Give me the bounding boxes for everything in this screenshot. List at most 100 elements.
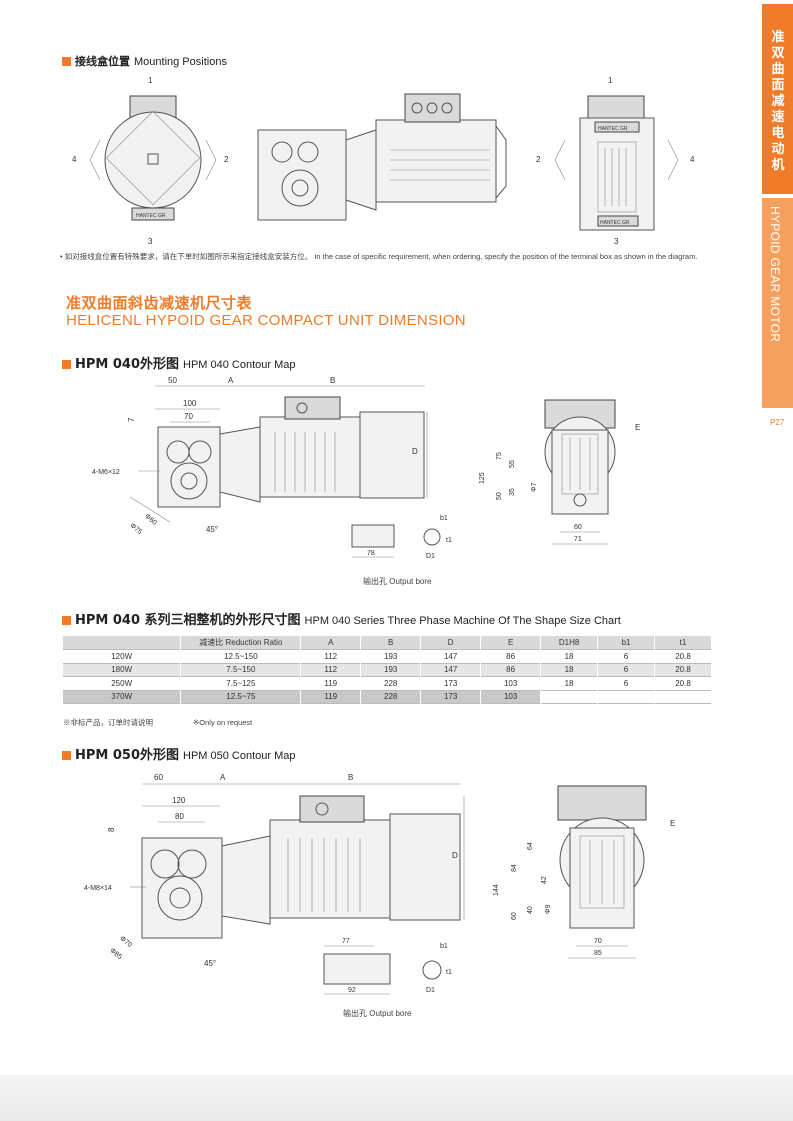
dim-050-120: 120 [172, 796, 186, 805]
dim-050-8: 8 [107, 827, 116, 832]
pos-label-right-left: 2 [224, 155, 229, 164]
dim-050-84: 84 [511, 864, 518, 872]
bullet-square-icon [62, 57, 71, 66]
dim-050-40: 40 [527, 906, 534, 914]
hpm040-title-en: HPM 040 Contour Map [183, 359, 296, 371]
hpm040-title-cn: HPM 040外形图 [75, 357, 180, 372]
hpm040-bore-label: 输出孔 Output bore [363, 577, 432, 586]
motor-body-middle [375, 119, 497, 203]
table-cell: 6 [597, 649, 655, 663]
hpm050-side-terminal [557, 785, 647, 821]
dim-050-92: 92 [348, 987, 356, 994]
dim-050-144: 144 [493, 884, 500, 896]
hpm050-terminal-box [299, 795, 365, 823]
table-cell: 250W [63, 676, 182, 690]
dim-040-angle: 45° [206, 525, 218, 534]
hpm040-contour-drawing: 50 A B 100 70 7 4-M6×12 Φ60 Φ75 45° D 78… [92, 376, 640, 560]
bullet-square-icon [62, 751, 71, 760]
table-header: D [420, 636, 482, 650]
dim-040-phi60: Φ60 [143, 513, 158, 527]
mounting-section-title: 接线盒位置 Mounting Positions [62, 53, 227, 69]
nameplate-text-left: HANTEC GR [136, 213, 166, 219]
table-cell: 147 [420, 649, 482, 663]
motor-rear-right [579, 117, 655, 231]
pos-label-right-right: 4 [690, 155, 695, 164]
table-header: 减速比 Reduction Ratio [180, 636, 302, 650]
hpm050-bore-label: 输出孔 Output bore [343, 1009, 412, 1018]
terminal-box-middle [404, 93, 461, 123]
table-header [63, 636, 182, 650]
table-cell: 193 [360, 649, 422, 663]
dim-040-b1: b1 [440, 515, 448, 522]
table-cell: 86 [480, 663, 542, 677]
table-cell: 20.8 [654, 663, 713, 677]
table-cell: 6 [597, 676, 655, 690]
mounting-note: • 如对接线盒位置有特殊要求，请在下单时如图所示来指定接线盒安装方位。 In t… [60, 252, 720, 262]
dim-050-phi9: Φ9 [545, 904, 552, 914]
dim-050-e: E [670, 819, 675, 828]
table-cell: 18 [540, 676, 599, 690]
table-cell: 7.5~150 [180, 663, 302, 677]
dim-040-50v: 50 [496, 492, 503, 500]
dim-040-125: 125 [479, 472, 486, 484]
hpm050-bore-circle [422, 960, 442, 980]
table-cell: 86 [480, 649, 542, 663]
table040-title-cn: HPM 040 系列三相整机的外形尺寸图 [75, 613, 301, 628]
dim-050-42: 42 [541, 876, 548, 884]
table-cell: 112 [300, 649, 362, 663]
hpm040-motor [259, 416, 361, 498]
table-cell: 12.5~150 [180, 649, 302, 663]
table-cell: 228 [360, 676, 422, 690]
table-cell: 193 [360, 663, 422, 677]
page-number: P27 [770, 418, 785, 427]
table-note: ※非标产品，订单时请说明 ※Only on request [63, 717, 292, 728]
dim-050-angle: 45° [204, 959, 216, 968]
table-cell: 103 [480, 690, 542, 704]
dim-040-t1: t1 [446, 537, 452, 544]
mounting-note-en: In the case of specific requirement, whe… [314, 252, 698, 261]
nameplate-text-right-bottom: HANTEC GR [600, 220, 630, 226]
table-cell: 120W [63, 649, 182, 663]
dim-040-78: 78 [367, 550, 375, 557]
hpm040-gearbox [157, 426, 221, 508]
table-note-en: ※Only on request [193, 718, 253, 727]
table-cell [540, 690, 599, 704]
table-cell: 180W [63, 663, 182, 677]
dim-050-t1: t1 [446, 969, 452, 976]
dim-040-phi7: Φ7 [531, 482, 538, 492]
side-tab-en-text: HYPOID GEAR MOTOR [768, 206, 782, 343]
mounting-positions-drawing: 1 HANTEC GR 4 2 3 1 HANTEC GR HANTEC GR … [72, 76, 695, 246]
dim-040-b: B [330, 376, 335, 385]
mounting-title-en: Mounting Positions [134, 56, 227, 68]
dim-050-85: 85 [594, 950, 602, 957]
dim-040-7: 7 [127, 417, 136, 422]
table-cell: 228 [360, 690, 422, 704]
dim-050-b: B [348, 773, 353, 782]
table-cell: 18 [540, 649, 599, 663]
pos-label-left-left: 4 [72, 155, 77, 164]
mounting-title-cn: 接线盒位置 [75, 55, 130, 68]
dim-040-phi75: Φ75 [128, 522, 143, 536]
dim-040-d1: D1 [426, 553, 435, 560]
dim-050-77: 77 [342, 938, 350, 945]
bullet-square-icon [62, 360, 71, 369]
dim-050-d: D [452, 851, 458, 860]
table-cell [654, 690, 713, 704]
hpm040-output-shaft [351, 524, 395, 548]
dim-050-80: 80 [175, 812, 184, 821]
dim-050-60: 60 [154, 773, 163, 782]
table-cell: 119 [300, 690, 362, 704]
dim-040-70: 70 [184, 412, 193, 421]
table-cell: 20.8 [654, 676, 713, 690]
dim-040-100: 100 [183, 399, 197, 408]
table-note-cn: ※非标产品，订单时请说明 [63, 718, 153, 727]
table-header-row: 减速比 Reduction Ratio A B D E D1H8 b1 t1 [63, 636, 713, 650]
dim-040-60: 60 [574, 524, 582, 531]
dim-050-60v: 60 [511, 912, 518, 920]
hpm050-fan-cover [389, 813, 461, 921]
terminal-box-right [587, 95, 645, 119]
dim-040-75: 75 [496, 452, 503, 460]
table-header: E [480, 636, 542, 650]
gearbox-face-left [104, 111, 202, 209]
